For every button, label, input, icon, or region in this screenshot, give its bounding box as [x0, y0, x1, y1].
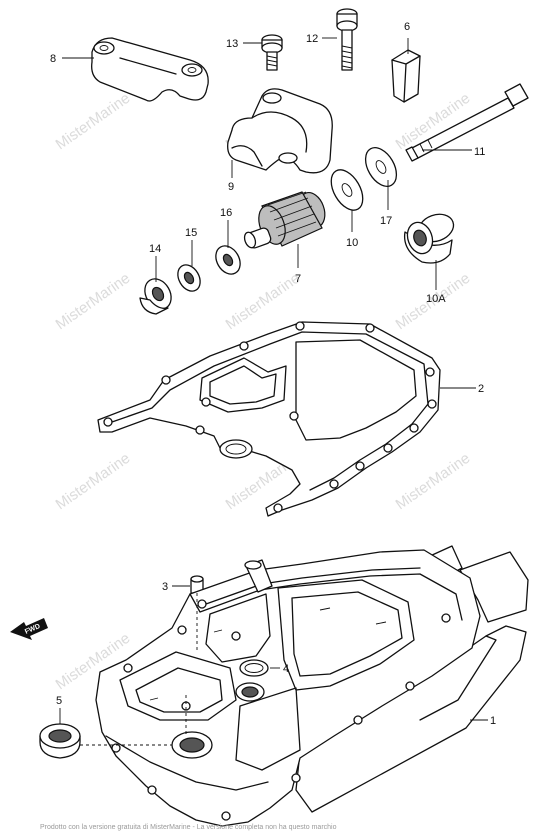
label-part-14: 14: [149, 243, 161, 255]
part-9-lower-clamp: [227, 88, 333, 174]
part-3-dowel-pin: [190, 575, 204, 594]
part-12-long-bolt: [336, 8, 358, 71]
watermark-text: MisterMarine: [393, 450, 474, 514]
fwd-direction-badge: FWD: [10, 618, 48, 640]
footer-note: Prodotto con la versione gratuita di Mis…: [40, 824, 337, 831]
label-part-15: 15: [185, 227, 197, 239]
part-13-bolt: [261, 34, 283, 71]
watermark-text: MisterMarine: [53, 270, 134, 334]
label-part-1: 1: [490, 715, 496, 727]
watermark-text: MisterMarine: [223, 270, 304, 334]
part-17-washer: [364, 147, 398, 187]
part-10-washer: [330, 169, 364, 211]
label-part-7: 7: [295, 273, 301, 285]
part-8-clamp-bracket: [91, 37, 209, 102]
label-part-9: 9: [228, 181, 234, 193]
label-part-6: 6: [404, 21, 410, 33]
part-10a-bushing: [403, 213, 455, 264]
leader-lines: [59, 37, 488, 746]
label-part-12: 12: [306, 33, 318, 45]
label-part-3: 3: [162, 581, 168, 593]
label-part-10a: 10A: [426, 293, 446, 305]
watermark-text: MisterMarine: [53, 90, 134, 154]
label-part-10: 10: [346, 237, 358, 249]
part-4-o-ring: [239, 659, 269, 677]
part-number-labels: 8 13 12 6 9 11 17 10 10A 7 16 15 14 2 3 …: [50, 21, 496, 727]
part-2-gasket: [97, 321, 441, 517]
watermark-text: MisterMarine: [53, 450, 134, 514]
fwd-arrow-icon: [10, 618, 48, 640]
label-part-13: 13: [226, 38, 238, 50]
part-1-main-housing: [95, 545, 529, 827]
label-part-5: 5: [56, 695, 62, 707]
label-part-4: 4: [283, 663, 289, 675]
label-part-11: 11: [474, 146, 485, 158]
label-part-16: 16: [220, 207, 232, 219]
part-14-bushing: [139, 278, 172, 315]
part-16-washer: [215, 245, 241, 275]
part-5-oil-seal: [39, 723, 81, 759]
label-part-8: 8: [50, 53, 56, 65]
part-7-gear: [243, 191, 326, 249]
label-part-2: 2: [478, 383, 484, 395]
label-part-17: 17: [380, 215, 392, 227]
part-6-block: [391, 49, 421, 103]
part-15-washer: [177, 264, 201, 292]
part-11-shaft: [405, 83, 529, 162]
